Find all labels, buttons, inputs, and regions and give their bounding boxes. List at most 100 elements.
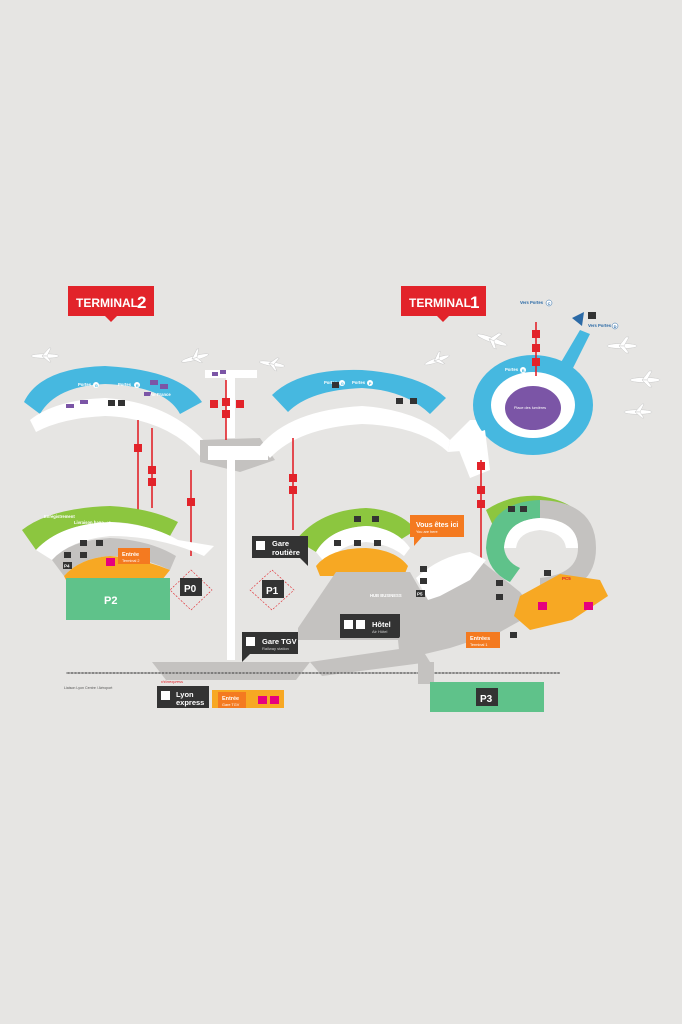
- t2-air-france-label: Air France: [150, 392, 171, 397]
- arrow-up-right-icon: [572, 312, 584, 326]
- terminal-2-banner[interactable]: TERMINAL 2: [68, 286, 154, 322]
- hotel-sign[interactable]: Hôtel Air Hôtel: [340, 614, 400, 638]
- t1-gates-b-letter: B: [522, 368, 525, 373]
- airplane-icon: [181, 348, 209, 364]
- terminal-1-concourse-west[interactable]: [272, 369, 446, 414]
- t2-gates-b-label: Portes: [118, 382, 132, 387]
- airplane-icon: [476, 332, 508, 350]
- parking-p0-label: P0: [184, 584, 197, 595]
- entrance-terminal-1[interactable]: Entrées Terminal 1: [466, 632, 500, 648]
- tgv-station-building[interactable]: [152, 662, 310, 680]
- pink-parking-icon: [270, 696, 279, 704]
- red-route-icons: [134, 330, 540, 508]
- entrance-t1-title: Entrées: [470, 636, 490, 642]
- t1-gates-b-label: Portes: [505, 367, 519, 372]
- rail-link-gray: [310, 646, 430, 676]
- airplane-icon: [623, 403, 653, 419]
- t1-gates-b[interactable]: Portes B: [505, 367, 526, 373]
- t1-ring-gray: [540, 500, 596, 596]
- you-are-here-title: Vous êtes ici: [416, 522, 458, 529]
- gare-routiere-title: Gare: [272, 539, 289, 548]
- parking-p1-badge[interactable]: P1: [262, 580, 284, 598]
- entrance-t1-sub: Terminal 1: [470, 643, 488, 647]
- t2-curb-white: [36, 522, 214, 560]
- airplane-icon: [606, 336, 638, 354]
- parking-p4-badge[interactable]: P4: [63, 562, 72, 569]
- middle-orange-zone[interactable]: [316, 548, 408, 576]
- vers-portes-d-label: Vers Portes: [588, 323, 612, 328]
- entrance-tgv-sub: Gare TGV: [222, 703, 240, 707]
- parking-p2-label: P2: [104, 595, 117, 607]
- t2-gates-a[interactable]: Portes G: [78, 382, 99, 388]
- central-pier: [205, 370, 257, 378]
- parking-p1-label: P1: [266, 586, 279, 597]
- hotel-title: Hôtel: [372, 620, 391, 629]
- terminal-1-banner[interactable]: TERMINAL 1: [401, 286, 486, 322]
- t2-checkin-green[interactable]: [22, 506, 178, 550]
- t2-gates-a-label: Portes: [78, 382, 92, 387]
- airplane-icon: [258, 357, 286, 372]
- airplane-icon: [629, 370, 661, 388]
- you-are-here-sign[interactable]: Vous êtes ici You are here: [410, 515, 464, 546]
- entrance-t2-title: Entrée: [122, 552, 139, 558]
- hub-business-label: HUB BUSINESS: [370, 593, 402, 598]
- terminal-2-word: TERMINAL: [76, 296, 138, 310]
- t1-gates-g-label: Portes: [324, 380, 338, 385]
- t1-gates-p-letter: P: [369, 381, 372, 386]
- parking-p4-label: P4: [64, 564, 70, 569]
- t1-gates-g[interactable]: Portes G: [324, 380, 345, 386]
- hub-link-walkway: [208, 446, 268, 460]
- gare-routiere-sign[interactable]: Gare routière: [252, 536, 308, 566]
- pink-parking-icon: [106, 558, 115, 566]
- t2-road-gray: [52, 538, 176, 576]
- entrance-tgv-title: Entrée: [222, 696, 239, 702]
- gare-tgv-title: Gare TGV: [262, 637, 297, 646]
- entrance-terminal-2[interactable]: Entrée Terminal 2: [118, 548, 150, 564]
- parking-p3-label: P3: [480, 694, 493, 705]
- place-lumieres-label: Place des lumières: [514, 406, 546, 410]
- parking-p2-area[interactable]: [66, 578, 170, 620]
- rail-link-label: Liaison Lyon Centre / Aéroport: [64, 686, 112, 690]
- t2-gates-b[interactable]: Portes R: [118, 382, 140, 388]
- service-icons: [64, 312, 596, 638]
- vers-portes-d-letter: D: [614, 324, 617, 329]
- t2-gates-a-letter: G: [95, 383, 98, 388]
- pink-parking-icon: [584, 602, 593, 610]
- place-des-lumieres[interactable]: [505, 386, 561, 430]
- t1-gates-p-label: Portes: [352, 380, 366, 385]
- vers-portes-c-label: Vers Portes: [520, 300, 544, 305]
- parking-p5-label: P5: [417, 592, 423, 597]
- parking-p3-badge[interactable]: P3: [476, 688, 498, 706]
- t1-ground-white: [416, 552, 486, 600]
- p1-diamond: [249, 569, 295, 611]
- pink-parking-icon: [538, 602, 547, 610]
- terminal-2-walkway: [30, 398, 208, 456]
- t1-gates-p[interactable]: Portes P: [352, 380, 373, 386]
- parking-pc5-label: PC5: [562, 576, 571, 581]
- entrance-t2-sub: Terminal 2: [122, 559, 140, 563]
- p0-diamond: [169, 569, 213, 611]
- rhonexpress-logo: rhônexpress: [161, 679, 183, 684]
- entrance-gare-tgv[interactable]: Entrée Gare TGV: [218, 692, 246, 708]
- pc5-orange[interactable]: [514, 574, 608, 630]
- pink-parking-icon: [258, 696, 267, 704]
- central-pier-stem: [226, 378, 235, 438]
- vers-portes-d-connector[interactable]: [560, 330, 590, 370]
- vers-portes-d[interactable]: Vers Portes D: [588, 322, 619, 330]
- terminal-1-number: 1: [470, 293, 479, 312]
- terminal-2-gate-markers: [66, 380, 168, 408]
- parking-p5-badge[interactable]: P5: [416, 590, 425, 597]
- t2-checkin-label: Enregistrement: [44, 514, 75, 519]
- lyon-express-sign[interactable]: Lyon express: [157, 686, 209, 708]
- gare-tgv-sign[interactable]: Gare TGV Railway station: [242, 632, 298, 662]
- vers-portes-c-letter: C: [548, 301, 551, 306]
- terminal-2-number: 2: [137, 293, 146, 312]
- middle-checkin-green[interactable]: [296, 508, 416, 552]
- terminal-2-concourse[interactable]: [24, 366, 202, 414]
- terminal-1-walkway: [260, 406, 450, 458]
- parking-p0-badge[interactable]: P0: [180, 578, 202, 596]
- middle-curb-white: [316, 526, 410, 564]
- p3-access-road: [418, 662, 434, 684]
- airplane-icon: [30, 347, 60, 363]
- vers-portes-c[interactable]: Vers Portes C: [520, 299, 553, 307]
